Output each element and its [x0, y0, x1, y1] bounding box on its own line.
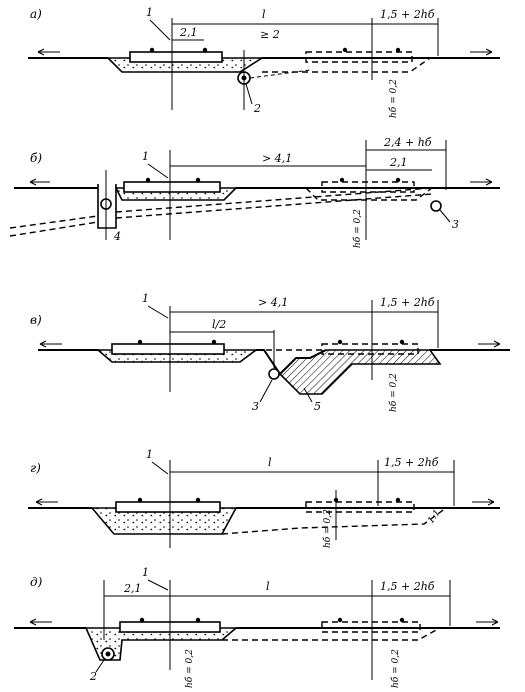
panel-c-dim-gt41: > 4,1 [258, 296, 288, 309]
panel-b-dashed-body [321, 181, 415, 193]
panel-d-slope-label: 1:1 [426, 508, 442, 526]
panel-a-vertical-label: hб = 0,2 [388, 79, 399, 118]
panel-e-vertical-left: hб = 0,2 [184, 649, 195, 688]
panel-e-vertical-right: hб = 0,2 [390, 649, 401, 688]
panel-c-ditch-5 [278, 349, 442, 395]
panel-a-dashed-body [305, 51, 413, 63]
panel-a-dim-l: l [262, 8, 266, 21]
panel-b-dim-gt41: > 4,1 [262, 152, 292, 165]
panel-c-callout-3: 3 [252, 400, 259, 413]
panel-c-drain-body [111, 343, 225, 355]
panel-a-letter: а) [30, 7, 42, 21]
panel-a-dim-ge2: ≥ 2 [260, 28, 280, 41]
panel-e-dim-l: l [266, 580, 270, 593]
panel-c: в) 1 3 5 > 4,1 l/2 [30, 292, 510, 413]
panel-c-dim-l2: l/2 [212, 318, 226, 331]
panel-e-excavation [84, 627, 239, 661]
panel-c-dashed-body [321, 343, 419, 355]
panel-c-letter: в) [30, 313, 42, 327]
panel-a-dim-2-1: 2,1 [179, 26, 198, 39]
panel-c-dim-right: 1,5 + 2hб [380, 296, 435, 309]
panel-c-callout-5: 5 [314, 400, 321, 413]
panel-b-letter: б) [30, 151, 42, 165]
panel-a: а) 1 2 2,1 l ≥ [28, 6, 500, 118]
panel-b-drain-body [123, 181, 221, 193]
panel-e-dim-right: 1,5 + 2hб [380, 580, 435, 593]
panel-a-dim-right: 1,5 + 2hб [380, 8, 435, 21]
panel-b-callout-3: 3 [452, 218, 459, 231]
panel-b-callout-1: 1 [142, 150, 149, 163]
panel-d-dim-l: l [268, 456, 272, 469]
panel-b: б) 1 4 3 [9, 136, 500, 248]
panel-d-letter: г) [30, 461, 41, 475]
panel-a-drain-body [129, 51, 223, 63]
panel-e-letter: д) [30, 575, 43, 589]
panel-a-callout-1: 1 [146, 6, 153, 19]
panel-e-dim-2-1: 2,1 [123, 582, 142, 595]
panel-b-pipe-3 [430, 200, 442, 212]
panel-d-vertical-label: hб = 0,2 [322, 509, 333, 548]
panel-b-callout-4: 4 [113, 230, 121, 243]
panel-e-callout-1: 1 [142, 566, 149, 579]
panel-b-dim-2-1: 2,1 [389, 156, 408, 169]
panel-a-callout-2: 2 [253, 102, 261, 115]
panel-d: г) 1 l 1,5 + 2hб 1:1 hб = 0,2 [28, 448, 500, 548]
panel-c-vertical-label: hб = 0,2 [388, 373, 399, 412]
panel-c-callout-1: 1 [142, 292, 149, 305]
panel-d-dim-right: 1,5 + 2hб [384, 456, 439, 469]
panel-c-pipe-3 [268, 368, 280, 380]
panel-e-callout-2: 2 [89, 670, 97, 683]
panel-e: д) 1 2 2,1 l 1,5 + 2hб hб = 0,2 [14, 566, 500, 688]
panel-b-dim-24hb: 2,4 + hб [383, 136, 432, 149]
panel-b-vertical-label: hб = 0,2 [352, 209, 363, 248]
panel-e-dashed-body [321, 621, 421, 633]
panel-d-callout-1: 1 [146, 448, 153, 461]
panel-d-dashed-body [305, 501, 415, 513]
panel-d-drain-body [115, 501, 221, 513]
